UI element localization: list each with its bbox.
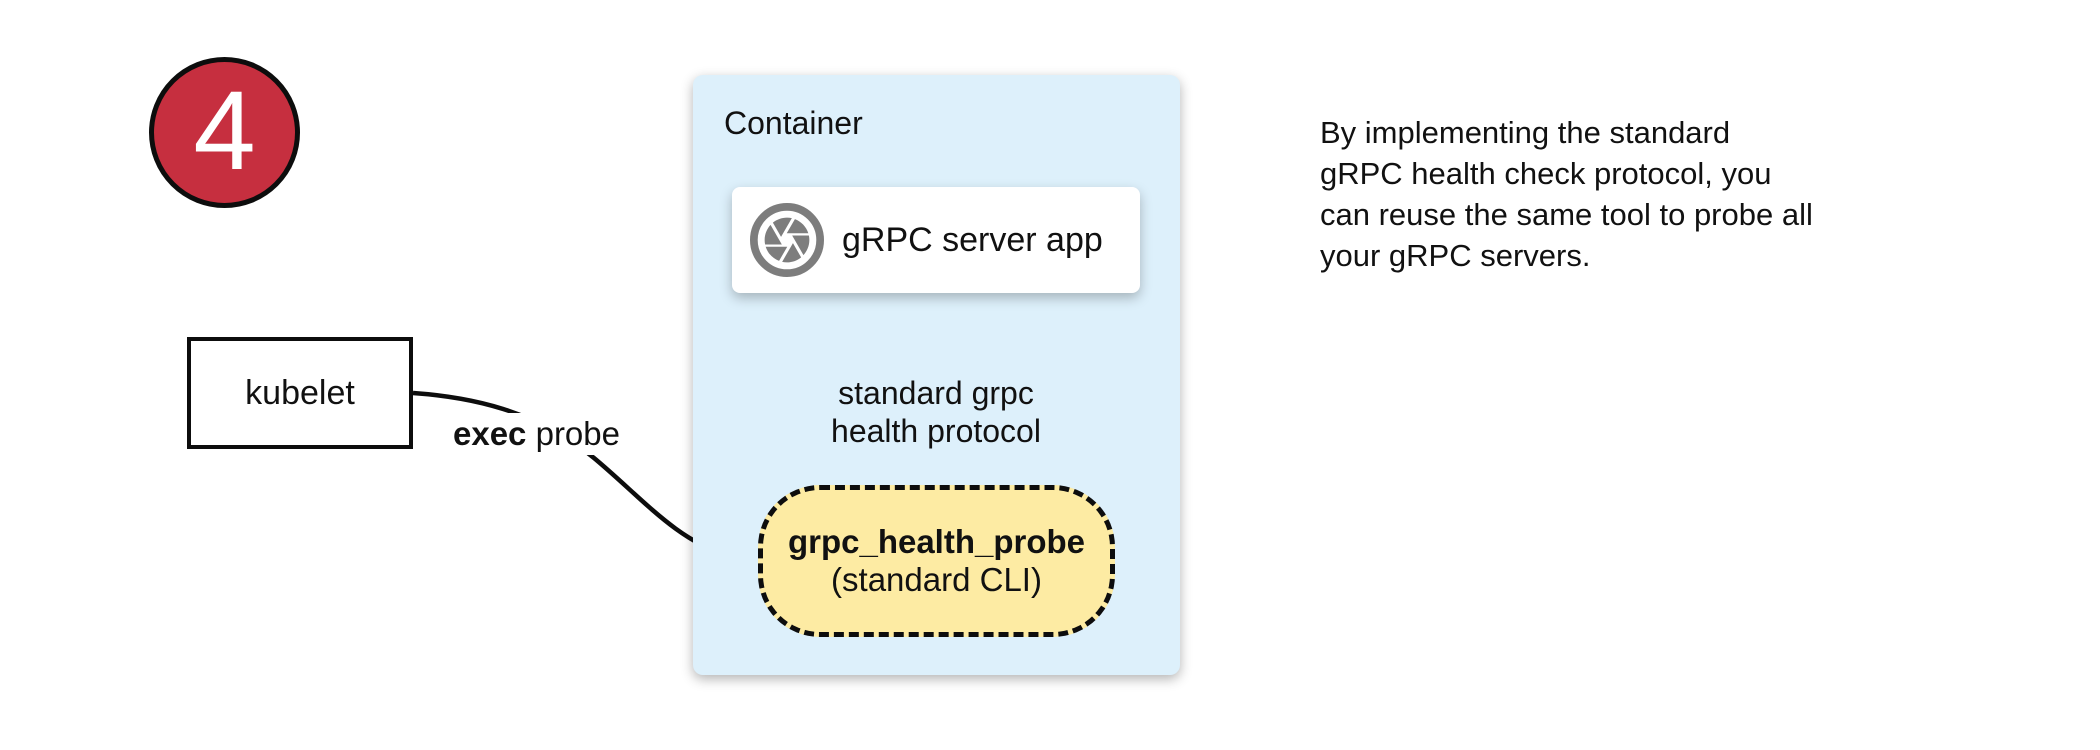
exec-probe-label-bold: exec (453, 415, 527, 452)
grpc-health-probe-name: grpc_health_probe (787, 523, 1086, 560)
step-number: 4 (193, 67, 256, 193)
protocol-arrow-label: standard grpc health protocol (831, 375, 1041, 449)
grpc-server-app-label: gRPC server app (842, 220, 1103, 259)
grpc-health-probe-box: grpc_health_probe (standard CLI) (758, 485, 1115, 637)
kubelet-label: kubelet (245, 373, 355, 412)
exec-probe-label: exec probe (449, 413, 624, 455)
kubelet-box: kubelet (187, 337, 413, 449)
grpc-health-probe-subtitle: (standard CLI) (831, 561, 1042, 598)
exec-probe-label-rest: probe (526, 415, 620, 452)
note-paragraph: By implementing the standard gRPC health… (1320, 115, 1813, 273)
container-title: Container (724, 105, 863, 141)
grpc-server-app-box: gRPC server app (732, 187, 1140, 293)
step-number-badge: 4 (149, 57, 300, 208)
aperture-icon (750, 203, 824, 277)
